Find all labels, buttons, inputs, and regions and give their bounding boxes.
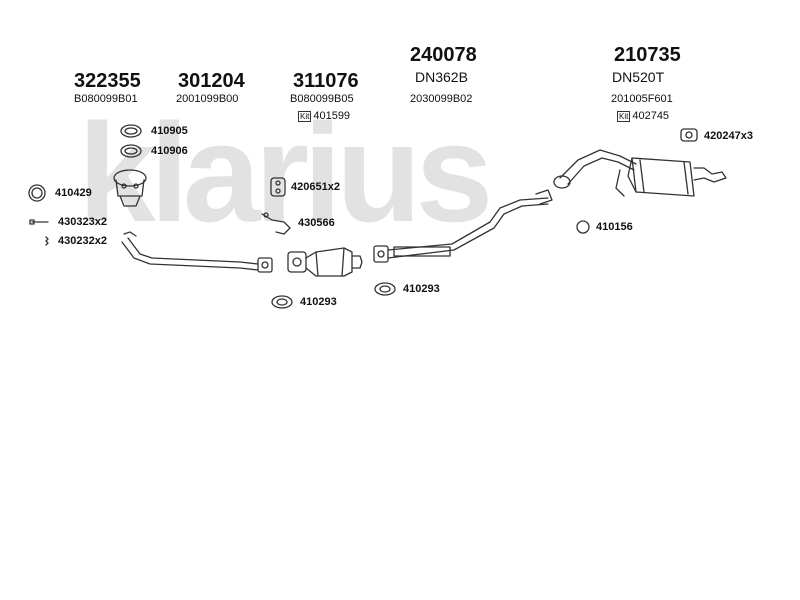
front-pipe-drawing	[121, 231, 273, 273]
bolt-430323-drawing	[29, 219, 49, 225]
ref-430232: 430232x2	[58, 235, 107, 247]
ref-410906: 410906	[151, 145, 188, 157]
gasket-410293b-drawing	[374, 282, 396, 296]
part-number-210735: 210735	[614, 44, 681, 66]
kit-311076: Kit 401599	[298, 110, 350, 122]
gasket-410905-drawing	[120, 124, 142, 138]
part-number-240078: 240078	[410, 44, 477, 66]
bracket-430566-drawing	[261, 213, 291, 235]
part-number-311076: 311076	[293, 70, 359, 92]
ref-410293-a: 410293	[300, 296, 337, 308]
ref-410156: 410156	[596, 221, 633, 233]
spring-430232-drawing	[45, 236, 49, 246]
ref-430566: 430566	[298, 217, 335, 229]
ref-420651: 420651x2	[291, 181, 340, 193]
part-code-311076: B080099B05	[290, 93, 354, 105]
gasket-410293a-drawing	[271, 295, 293, 309]
rubber-mount-420651-drawing	[270, 177, 286, 197]
ref-410905: 410905	[151, 125, 188, 137]
ring-410429-drawing	[28, 184, 46, 202]
kit-badge: Kit	[298, 110, 312, 122]
ring-410156-drawing	[576, 220, 590, 234]
part-code-240078: 2030099B02	[410, 93, 473, 105]
ref-420247: 420247x3	[704, 130, 753, 142]
kit-210735: Kit 402745	[617, 110, 669, 122]
part-code-301204: 2001099B00	[176, 93, 239, 105]
mount-420247-drawing	[680, 128, 698, 142]
gasket-410906-drawing	[120, 144, 142, 158]
part-number-322355: 322355	[74, 70, 141, 92]
part-number-301204: 301204	[178, 70, 245, 92]
rear-silencer-drawing	[553, 149, 727, 197]
middle-pipe-drawing	[373, 189, 553, 263]
manifold-flange-drawing	[113, 169, 147, 207]
kit-number-210735: 402745	[632, 110, 670, 122]
ref-410429: 410429	[55, 187, 92, 199]
part-model-240078: DN362B	[415, 69, 468, 85]
kit-badge: Kit	[617, 110, 631, 122]
part-code-322355: B080099B01	[74, 93, 138, 105]
ref-410293-b: 410293	[403, 283, 440, 295]
kit-number-311076: 401599	[313, 110, 351, 122]
part-code-210735: 201005F601	[611, 93, 673, 105]
catalytic-converter-drawing	[287, 247, 363, 277]
ref-430323: 430323x2	[58, 216, 107, 228]
part-model-210735: DN520T	[612, 69, 665, 85]
